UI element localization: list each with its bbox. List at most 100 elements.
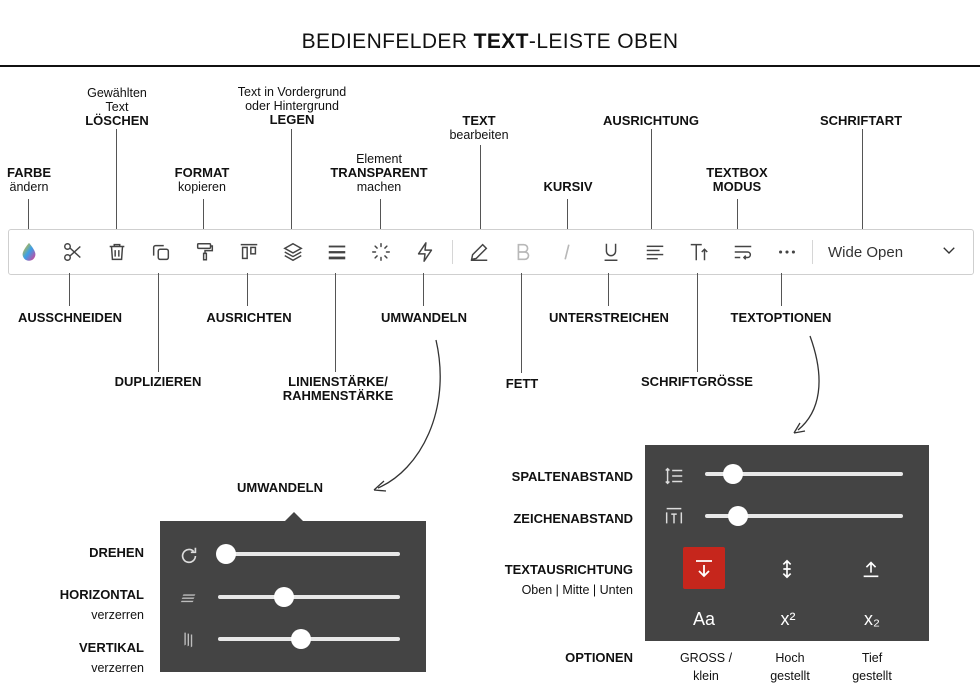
trash-icon[interactable] <box>99 230 135 274</box>
caption-gross-klein: GROSS /klein <box>679 651 733 683</box>
label-ausrichten: AUSRICHTEN <box>206 310 292 325</box>
align-text-top-icon <box>863 561 879 578</box>
leader-line <box>737 199 738 229</box>
char-spacing-slider-track[interactable] <box>705 514 903 518</box>
skew-horizontal-slider-track[interactable] <box>218 595 400 599</box>
char-spacing-icon <box>661 503 687 529</box>
label-fett: FETT <box>505 376 539 391</box>
title-bold-part: TEXT <box>473 30 529 53</box>
text-wrap-icon[interactable] <box>725 230 761 274</box>
subscript-button[interactable]: x₂ <box>864 609 880 629</box>
leader-line <box>116 129 117 229</box>
skew-vertical-icon <box>176 627 202 653</box>
transparency-icon[interactable] <box>363 230 399 274</box>
label-linienstaerke: LINIENSTÄRKE/RAHMENSTÄRKE <box>282 374 394 403</box>
rotate-icon <box>176 543 202 569</box>
page-title: BEDIENFELDER TEXT-LEISTE OBEN <box>0 30 980 54</box>
align-top-icon[interactable] <box>231 230 267 274</box>
leader-line <box>862 129 863 229</box>
leader-line <box>423 273 424 306</box>
align-left-icon[interactable] <box>637 230 673 274</box>
label-spaltenabstand: SPALTENABSTAND <box>511 469 633 484</box>
title-part-end: -LEISTE OBEN <box>528 30 679 53</box>
font-size-icon[interactable] <box>681 230 717 274</box>
label-umwandeln: UMWANDELN <box>381 310 467 325</box>
leader-line <box>203 199 204 229</box>
chevron-down-icon <box>940 241 958 263</box>
leader-line <box>380 199 381 229</box>
underline-icon[interactable] <box>593 230 629 274</box>
arrow-umwandeln <box>373 339 441 492</box>
duplicate-icon[interactable] <box>143 230 179 274</box>
case-toggle-button[interactable]: Aa <box>692 609 716 629</box>
align-middle-icon <box>782 559 792 579</box>
line-weight-icon[interactable] <box>319 230 355 274</box>
paint-roller-icon[interactable] <box>187 230 223 274</box>
superscript-button[interactable]: x² <box>780 609 796 629</box>
title-divider <box>0 65 980 67</box>
layers-icon[interactable] <box>275 230 311 274</box>
leader-line <box>781 273 782 306</box>
leader-line <box>69 273 70 306</box>
label-schriftart: SCHRIFTART <box>819 113 903 128</box>
title-part: BEDIENFELDER <box>301 30 474 53</box>
skew-horizontal-icon <box>176 585 202 611</box>
align-top-button[interactable] <box>857 555 885 583</box>
umwandeln-panel-title: UMWANDELN <box>237 480 323 495</box>
leader-line <box>247 273 248 306</box>
char-spacing-slider-knob[interactable] <box>728 506 749 526</box>
label-ausrichtung: AUSRICHTUNG <box>602 113 700 128</box>
rotate-slider-track[interactable] <box>218 552 400 556</box>
leader-line <box>521 273 522 373</box>
label-ausschneiden: AUSSCHNEIDEN <box>17 310 122 325</box>
color-drop-icon[interactable] <box>11 230 47 274</box>
line-spacing-slider-track[interactable] <box>705 472 903 476</box>
more-icon[interactable] <box>769 230 805 274</box>
leader-line <box>28 199 29 229</box>
align-bottom-icon <box>696 560 712 578</box>
label-duplizieren: DUPLIZIEREN <box>114 374 202 389</box>
leader-line <box>291 129 292 229</box>
textoptionen-panel: Aa x² x₂ <box>645 445 929 641</box>
leader-line <box>335 273 336 372</box>
skew-horizontal-slider-knob[interactable] <box>274 587 295 607</box>
label-drehen: DREHEN <box>89 545 144 560</box>
leader-line <box>651 129 652 229</box>
toolbar-separator <box>812 240 813 264</box>
label-optionen: OPTIONEN <box>565 650 633 665</box>
line-spacing-slider-knob[interactable] <box>722 464 743 484</box>
toolbar-separator <box>452 240 453 264</box>
rotate-slider-knob[interactable] <box>216 544 236 564</box>
italic-icon[interactable] <box>549 230 585 274</box>
line-spacing-icon <box>661 463 687 489</box>
align-bottom-button[interactable] <box>683 547 725 589</box>
panel-pointer <box>284 512 304 522</box>
label-schriftgroesse: SCHRIFTGRÖSSE <box>641 374 753 389</box>
pencil-icon[interactable] <box>461 230 497 274</box>
scissors-icon[interactable] <box>55 230 91 274</box>
arrow-textoptionen <box>793 335 820 434</box>
align-middle-button[interactable] <box>773 555 801 583</box>
label-zeichenabstand: ZEICHENABSTAND <box>513 511 633 526</box>
bold-icon[interactable] <box>505 230 541 274</box>
label-textoptionen: TEXTOPTIONEN <box>730 310 832 325</box>
leader-line <box>480 145 481 229</box>
skew-vertical-slider-knob[interactable] <box>290 629 311 649</box>
leader-line <box>608 273 609 306</box>
font-family-select[interactable]: Wide Open <box>814 230 972 274</box>
lightning-icon[interactable] <box>407 230 443 274</box>
leader-line <box>158 273 159 372</box>
text-toolbar: Wide Open <box>8 229 974 275</box>
